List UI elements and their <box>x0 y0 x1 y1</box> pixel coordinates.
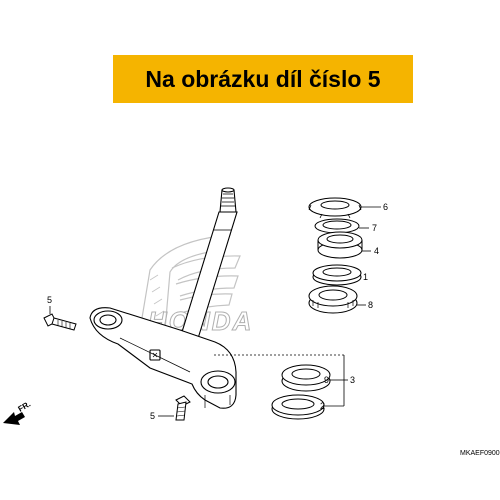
part-number-banner: Na obrázku díl číslo 5 <box>113 55 413 103</box>
washer-7 <box>314 218 360 234</box>
front-direction-label: FR. <box>17 399 33 413</box>
bolt-5-top <box>43 313 77 331</box>
banner-text: Na obrázku díl číslo 5 <box>145 65 381 92</box>
label-5-bottom: 5 <box>150 411 155 421</box>
nut-6 <box>308 197 362 219</box>
label-4: 4 <box>374 246 379 256</box>
bearing-1 <box>312 264 362 286</box>
race-2 <box>271 394 325 420</box>
steering-stem <box>177 187 238 346</box>
label-8: 8 <box>368 300 373 310</box>
bearing-8 <box>308 285 358 314</box>
diagram-code: MKAEF0900 <box>460 450 500 457</box>
front-direction-arrow-icon: FR. <box>3 399 32 425</box>
label-5-top: 5 <box>47 295 52 305</box>
label-3: 3 <box>350 375 355 385</box>
label-1: 1 <box>363 272 368 282</box>
label-9: 9 <box>324 375 329 385</box>
leader-lines <box>214 206 381 407</box>
bearing-9 <box>281 364 331 392</box>
label-7: 7 <box>372 223 377 233</box>
label-2: 2 <box>320 401 325 411</box>
label-6: 6 <box>383 202 388 212</box>
lower-triple-clamp <box>89 307 237 409</box>
nut-4 <box>317 231 363 259</box>
bolt-5-bottom <box>175 395 191 421</box>
